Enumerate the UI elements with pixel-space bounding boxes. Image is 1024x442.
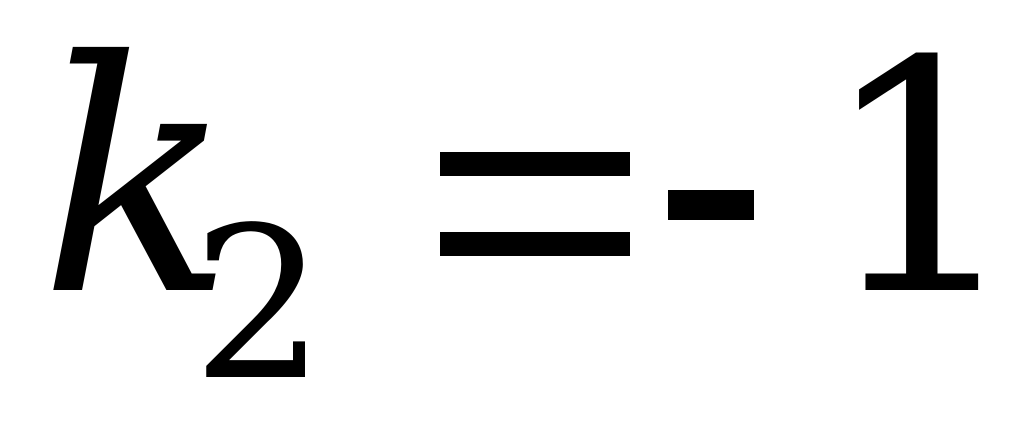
equals-bottom-bar — [440, 232, 630, 256]
equals-top-bar — [440, 152, 630, 176]
value-one: 1 — [820, 0, 1024, 366]
variable-k: k — [40, 0, 234, 366]
subscript-2: 2 — [192, 182, 326, 427]
equals-sign — [440, 152, 630, 256]
minus-sign — [668, 190, 754, 220]
